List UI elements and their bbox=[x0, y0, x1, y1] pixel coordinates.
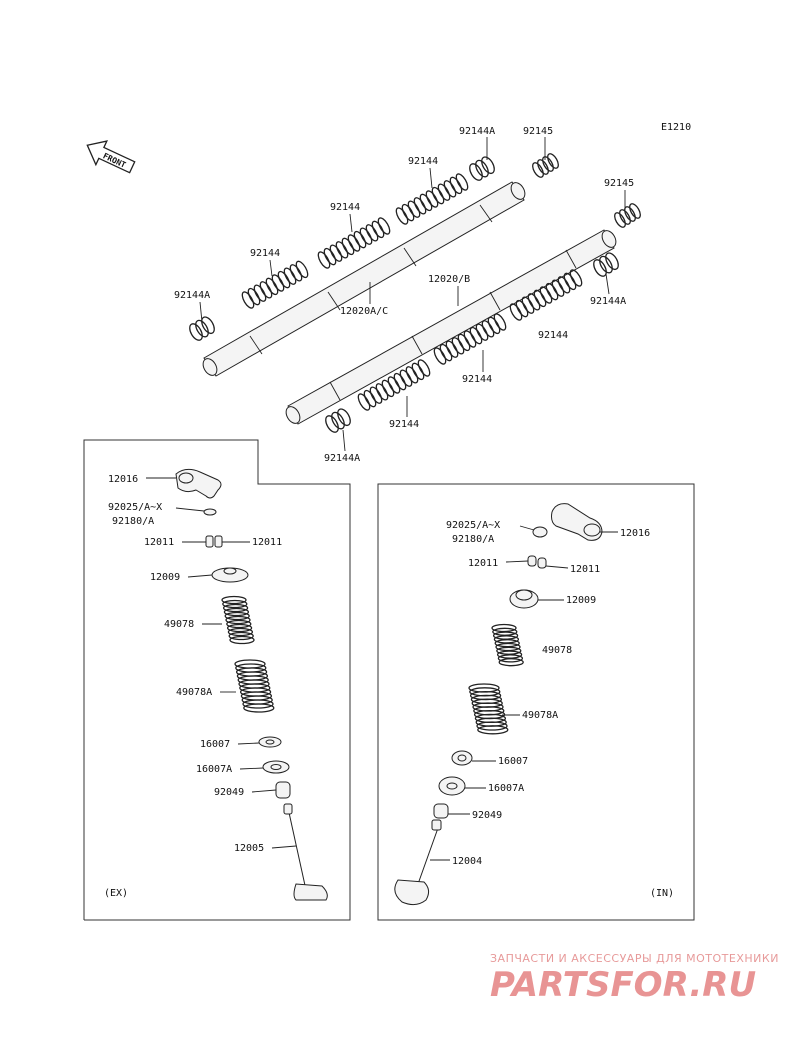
ex-label-seal: 92049 bbox=[214, 787, 244, 798]
in-label-cotter-r: 12011 bbox=[570, 564, 600, 575]
ex-label-retainer: 12009 bbox=[150, 572, 180, 583]
ex-parts bbox=[175, 468, 328, 901]
in-caption: (IN) bbox=[650, 888, 674, 899]
front-arrow-icon: FRONT bbox=[86, 140, 136, 174]
label-92144-b: 92144 bbox=[330, 202, 360, 213]
in-panel-frame bbox=[377, 483, 695, 921]
label-92145-top: 92145 bbox=[523, 126, 553, 137]
spring-92144-d bbox=[509, 269, 583, 321]
label-12020AC: 12020A/C bbox=[340, 306, 388, 317]
ex-label-cotter-l: 12011 bbox=[144, 537, 174, 548]
label-92144A-top: 92144A bbox=[459, 126, 495, 137]
ex-label-cotter-r: 12011 bbox=[252, 537, 282, 548]
in-label-seat-a: 16007A bbox=[488, 783, 524, 794]
in-label-valve: 12004 bbox=[452, 856, 482, 867]
in-label-spring-inner: 49078 bbox=[542, 645, 572, 656]
in-label-shim-1: 92025/A~X bbox=[446, 520, 500, 531]
ex-label-spring-outer: 49078A bbox=[176, 687, 212, 698]
spring-92144-a bbox=[395, 173, 469, 225]
ring-92145-right bbox=[614, 203, 641, 228]
spring-92144-f bbox=[357, 359, 431, 411]
diagram-code: E1210 bbox=[661, 122, 691, 133]
rocker-shaft-lower bbox=[285, 229, 617, 425]
in-parts bbox=[394, 503, 603, 906]
ex-label-shim-2: 92180/A bbox=[112, 516, 154, 527]
watermark-tagline: ЗАПЧАСТИ И АКСЕССУАРЫ ДЛЯ МОТОТЕХНИКИ bbox=[490, 952, 779, 965]
spring-92144-b bbox=[317, 217, 391, 269]
ex-label-shim-1: 92025/A~X bbox=[108, 502, 162, 513]
ex-caption: (EX) bbox=[104, 888, 128, 899]
ex-label-rocker: 12016 bbox=[108, 474, 138, 485]
label-92144A-bottom: 92144A bbox=[324, 453, 360, 464]
label-92144-d: 92144 bbox=[538, 330, 568, 341]
ring-92144A-bottom bbox=[325, 408, 351, 433]
in-label-shim-2: 92180/A bbox=[452, 534, 494, 545]
ex-label-seat-a: 16007A bbox=[196, 764, 232, 775]
in-label-rocker: 12016 bbox=[620, 528, 650, 539]
ring-92144A-top bbox=[469, 156, 495, 181]
label-92144-c: 92144 bbox=[250, 248, 280, 259]
in-label-cotter-l: 12011 bbox=[468, 558, 498, 569]
ex-outer-spring bbox=[234, 659, 275, 713]
label-92144-a: 92144 bbox=[408, 156, 438, 167]
label-92144A-left: 92144A bbox=[174, 290, 210, 301]
spring-92144-c bbox=[241, 260, 309, 309]
in-label-seal: 92049 bbox=[472, 810, 502, 821]
ex-label-valve: 12005 bbox=[234, 843, 264, 854]
in-label-spring-outer: 49078A bbox=[522, 710, 558, 721]
label-92144A-right: 92144A bbox=[590, 296, 626, 307]
label-92144-f: 92144 bbox=[389, 419, 419, 430]
label-92144-e: 92144 bbox=[462, 374, 492, 385]
ring-92144A-right bbox=[593, 252, 619, 277]
label-12020B: 12020/B bbox=[428, 274, 470, 285]
spring-92144-e bbox=[433, 313, 507, 365]
in-outer-spring bbox=[468, 683, 509, 735]
in-label-retainer: 12009 bbox=[566, 595, 596, 606]
ex-panel-frame bbox=[83, 439, 351, 921]
rocker-shaft-upper bbox=[202, 181, 526, 377]
in-label-seat: 16007 bbox=[498, 756, 528, 767]
ex-label-seat: 16007 bbox=[200, 739, 230, 750]
watermark-logo: PARTSFOR.RU bbox=[490, 965, 756, 1005]
ring-92145-top bbox=[532, 153, 559, 178]
in-inner-spring bbox=[491, 623, 524, 667]
shaft-springs bbox=[189, 153, 641, 433]
label-92145-right: 92145 bbox=[604, 178, 634, 189]
ring-92144A-left bbox=[189, 316, 215, 341]
ex-label-spring-inner: 49078 bbox=[164, 619, 194, 630]
ex-inner-spring bbox=[221, 595, 255, 645]
